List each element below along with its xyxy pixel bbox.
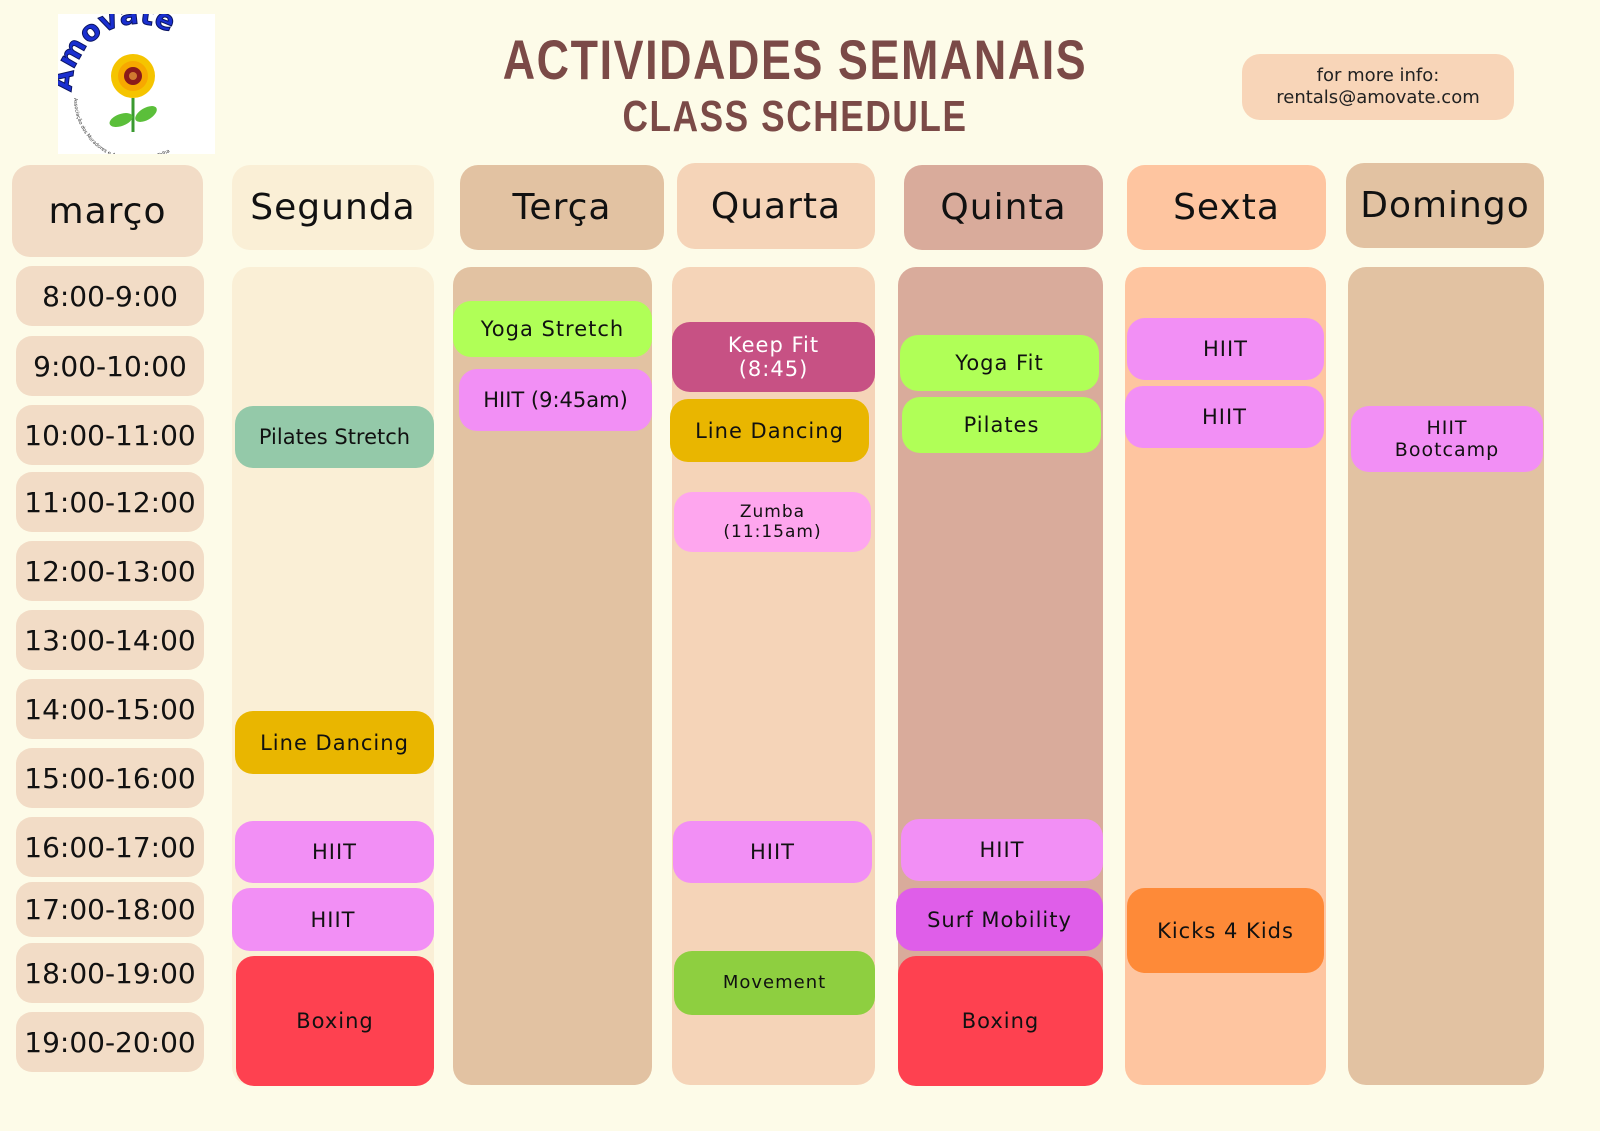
class-hiit[interactable]: HIIT	[673, 821, 872, 883]
day-header-domingo: Domingo	[1346, 163, 1544, 248]
time-slot: 11:00-12:00	[16, 472, 204, 532]
contact-info-badge: for more info: rentals@amovate.com	[1242, 54, 1514, 120]
time-slot: 17:00-18:00	[16, 882, 204, 937]
month-header: março	[12, 165, 203, 257]
info-label: for more info:	[1316, 65, 1440, 86]
time-slot: 14:00-15:00	[16, 679, 204, 739]
class-hiit-bootcamp[interactable]: HIIT Bootcamp	[1351, 406, 1543, 472]
day-header-terca: Terça	[460, 165, 664, 250]
day-header-segunda: Segunda	[232, 165, 434, 250]
time-slot: 8:00-9:00	[16, 266, 204, 326]
time-slot: 19:00-20:00	[16, 1012, 204, 1072]
class-surf-mobility[interactable]: Surf Mobility	[896, 888, 1103, 951]
column-domingo	[1348, 267, 1544, 1085]
time-slot: 18:00-19:00	[16, 943, 204, 1003]
class-kicks-4-kids[interactable]: Kicks 4 Kids	[1127, 888, 1324, 973]
page-title: ACTIVIDADES SEMANAIS	[502, 28, 1088, 91]
class-yoga-fit[interactable]: Yoga Fit	[900, 335, 1099, 391]
amovate-logo: Amovate Associação dos Moradores e Amigo…	[45, 0, 215, 163]
class-hiit[interactable]: HIIT	[1125, 386, 1324, 448]
info-email[interactable]: rentals@amovate.com	[1276, 87, 1480, 108]
day-header-quinta: Quinta	[904, 165, 1103, 250]
day-header-quarta: Quarta	[677, 163, 875, 249]
time-slot: 13:00-14:00	[16, 610, 204, 670]
class-boxing[interactable]: Boxing	[898, 956, 1103, 1086]
time-slot: 15:00-16:00	[16, 748, 204, 808]
class-hiit[interactable]: HIIT	[1127, 318, 1324, 380]
class-hiit[interactable]: HIIT	[235, 821, 434, 883]
class-hiit[interactable]: HIIT	[232, 888, 434, 951]
time-slot: 16:00-17:00	[16, 817, 204, 877]
time-slot: 12:00-13:00	[16, 541, 204, 601]
sunflower-logo-icon: Amovate Associação dos Moradores e Amigo…	[45, 0, 181, 163]
class-movement[interactable]: Movement	[674, 951, 875, 1015]
class-line-dancing[interactable]: Line Dancing	[670, 399, 869, 462]
class-pilates-stretch[interactable]: Pilates Stretch	[235, 406, 434, 468]
class-keep-fit[interactable]: Keep Fit (8:45)	[672, 322, 875, 392]
class-yoga-stretch[interactable]: Yoga Stretch	[453, 301, 652, 357]
class-zumba[interactable]: Zumba (11:15am)	[674, 492, 871, 552]
class-hiit[interactable]: HIIT	[901, 819, 1103, 881]
class-boxing[interactable]: Boxing	[236, 956, 434, 1086]
class-line-dancing[interactable]: Line Dancing	[235, 711, 434, 774]
time-slot: 10:00-11:00	[16, 405, 204, 465]
page-subtitle: CLASS SCHEDULE	[622, 92, 968, 141]
time-slot: 9:00-10:00	[16, 336, 204, 396]
class-hiit-945[interactable]: HIIT (9:45am)	[459, 369, 652, 431]
class-pilates[interactable]: Pilates	[902, 397, 1101, 453]
day-header-sexta: Sexta	[1127, 165, 1326, 250]
